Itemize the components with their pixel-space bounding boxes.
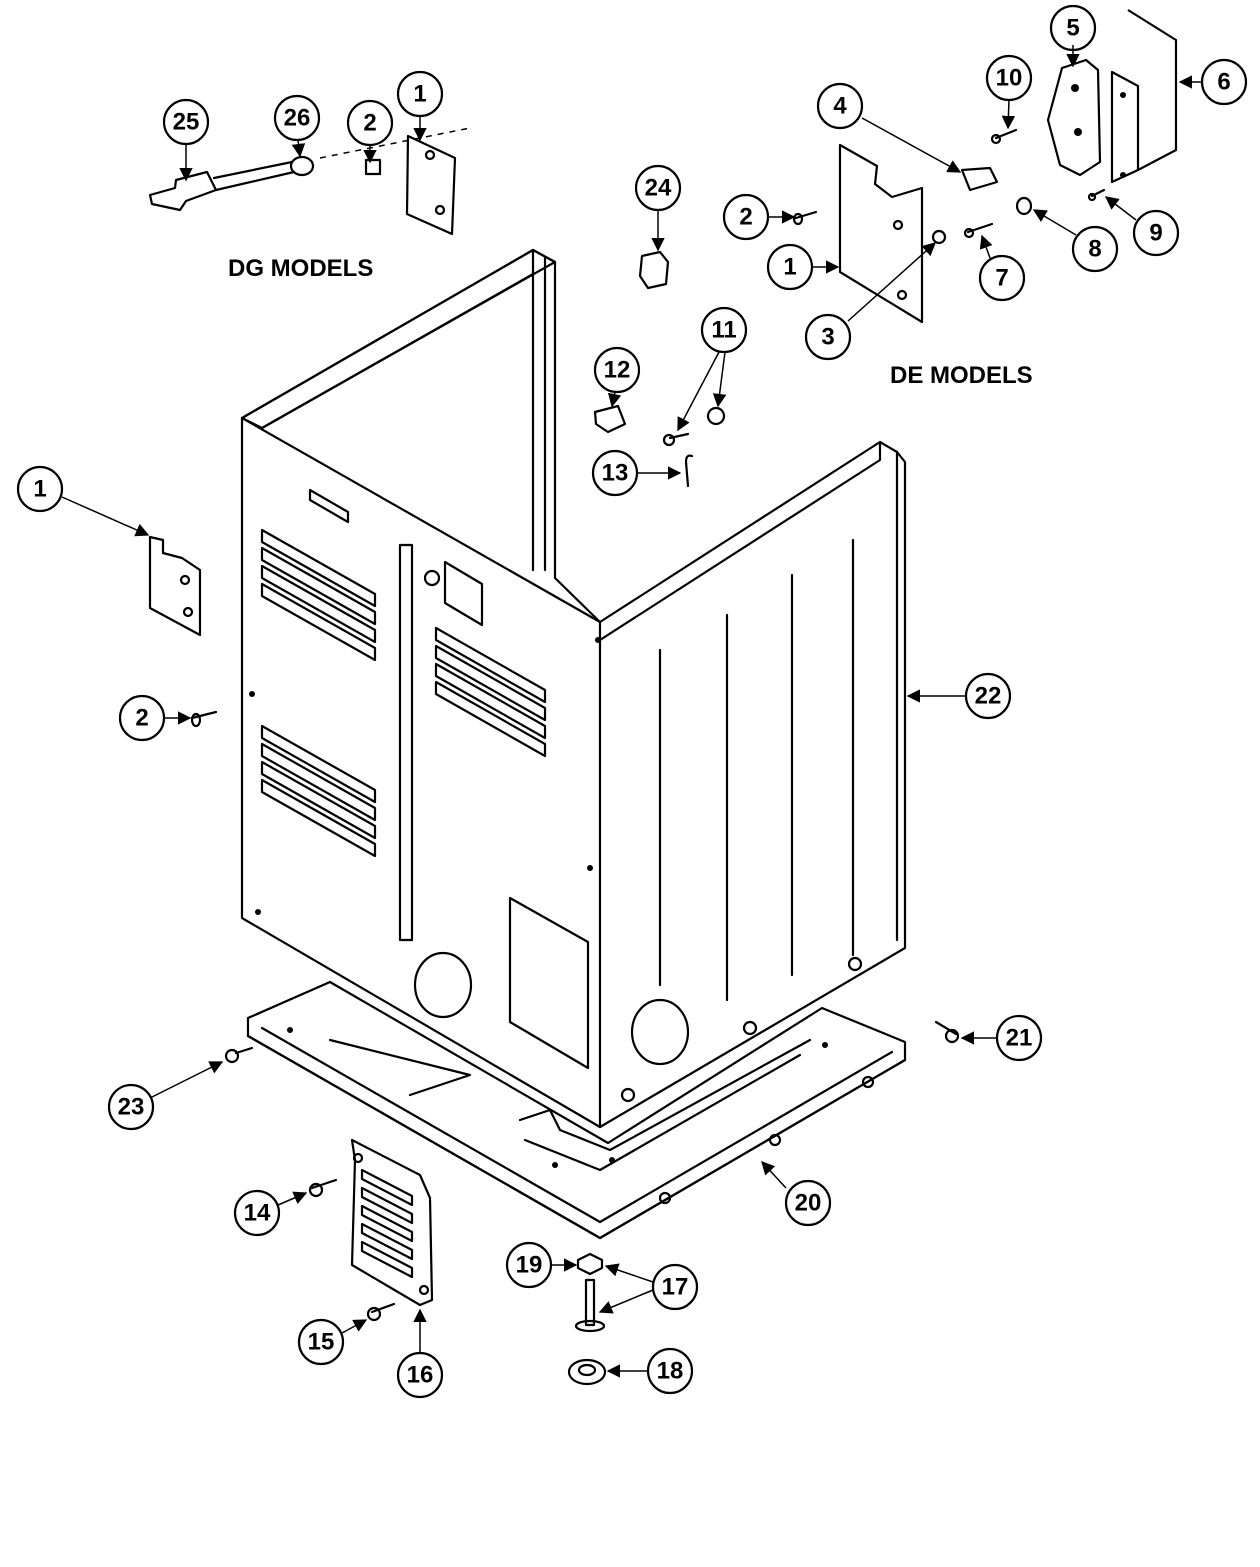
callout-3: 3 [804, 313, 852, 361]
callout-20: 20 [784, 1179, 832, 1227]
svg-text:16: 16 [407, 1362, 434, 1389]
toe-panel-part-16 [350, 1138, 434, 1307]
svg-text:1: 1 [33, 476, 46, 503]
small-parts [148, 9, 1178, 1386]
callout-7: 7 [978, 254, 1026, 302]
dg-models-label: DG MODELS [228, 255, 373, 282]
svg-text:21: 21 [1006, 1025, 1033, 1052]
de-models-label: DE MODELS [890, 362, 1033, 389]
callout-2-dg: 2 [346, 99, 394, 147]
callout-10: 10 [985, 54, 1033, 102]
callout-17: 17 [651, 1263, 699, 1311]
callout-25: 25 [162, 98, 210, 146]
svg-text:19: 19 [516, 1252, 543, 1279]
svg-text:22: 22 [975, 683, 1002, 710]
callout-21: 21 [995, 1014, 1043, 1062]
svg-text:11: 11 [711, 317, 736, 344]
svg-text:3: 3 [821, 324, 834, 351]
callout-15: 15 [297, 1318, 345, 1366]
svg-text:23: 23 [118, 1094, 145, 1121]
callout-6: 6 [1200, 58, 1248, 106]
leader-arrows [61, 45, 1202, 1378]
svg-text:26: 26 [284, 105, 311, 132]
callout-18: 18 [646, 1347, 694, 1395]
svg-text:2: 2 [135, 705, 148, 732]
callout-1-de: 1 [766, 243, 814, 291]
base-part-20 [246, 980, 907, 1240]
callout-2-de: 2 [722, 193, 770, 241]
svg-text:12: 12 [604, 357, 631, 384]
svg-text:7: 7 [995, 265, 1008, 292]
svg-text:25: 25 [173, 109, 200, 136]
callout-26: 26 [273, 94, 321, 142]
svg-text:1: 1 [413, 81, 426, 108]
callout-5: 5 [1049, 4, 1097, 52]
svg-text:10: 10 [996, 65, 1023, 92]
callout-8: 8 [1071, 225, 1119, 273]
svg-text:9: 9 [1149, 220, 1162, 247]
callout-24: 24 [634, 164, 682, 212]
callout-2-left: 2 [118, 694, 166, 742]
svg-text:8: 8 [1088, 236, 1101, 263]
callout-13: 13 [591, 449, 639, 497]
callout-9: 9 [1132, 209, 1180, 257]
svg-text:13: 13 [602, 460, 629, 487]
callout-4: 4 [816, 82, 864, 130]
svg-text:18: 18 [657, 1358, 684, 1385]
svg-text:14: 14 [244, 1200, 271, 1227]
svg-text:2: 2 [363, 110, 376, 137]
callout-1-left: 1 [16, 465, 64, 513]
svg-text:17: 17 [662, 1274, 689, 1301]
svg-text:6: 6 [1217, 69, 1230, 96]
callout-11: 11 [700, 306, 748, 354]
callout-23: 23 [107, 1083, 155, 1131]
callout-1-dg: 1 [396, 70, 444, 118]
svg-text:24: 24 [645, 175, 672, 202]
callout-22: 22 [964, 672, 1012, 720]
svg-text:1: 1 [783, 254, 796, 281]
cabinet-part-22 [240, 248, 907, 1129]
callout-19: 19 [505, 1241, 553, 1289]
callout-12: 12 [593, 346, 641, 394]
svg-text:5: 5 [1066, 15, 1079, 42]
svg-text:4: 4 [833, 93, 847, 120]
svg-text:2: 2 [739, 204, 752, 231]
callout-14: 14 [233, 1189, 281, 1237]
callout-16: 16 [396, 1351, 444, 1399]
svg-text:20: 20 [795, 1190, 822, 1217]
svg-text:15: 15 [308, 1329, 335, 1356]
